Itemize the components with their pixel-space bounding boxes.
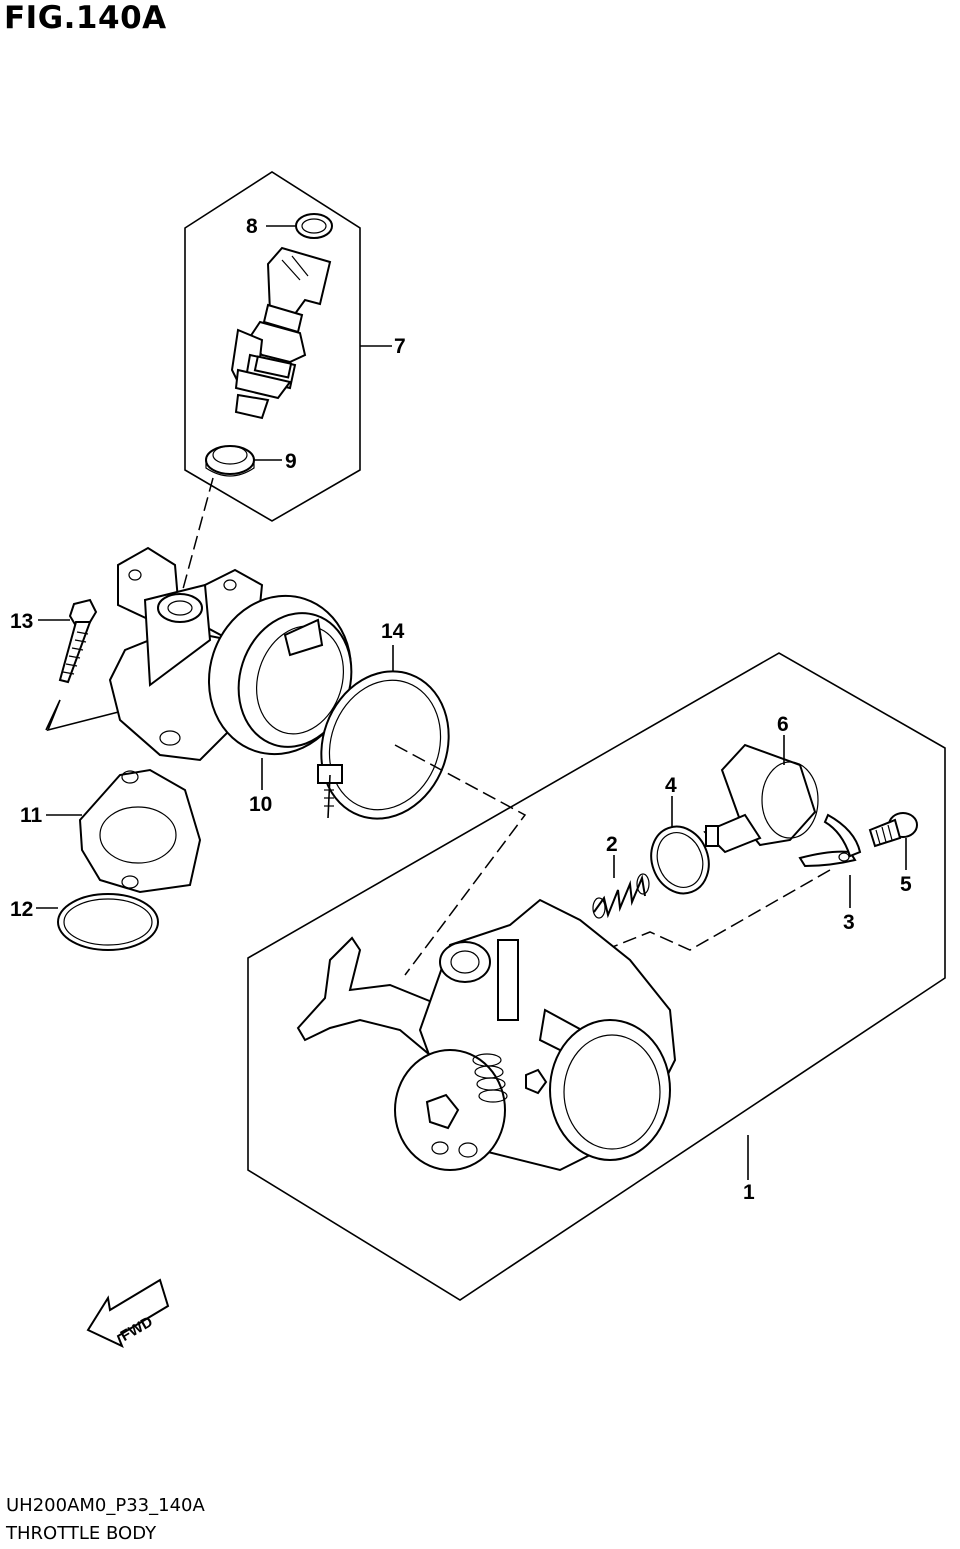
- callout-13: 13: [10, 610, 33, 633]
- callout-3: 3: [843, 911, 855, 934]
- part-9-seal[interactable]: [205, 445, 255, 477]
- callout-12: 12: [10, 898, 33, 921]
- part-4-oring[interactable]: [642, 818, 718, 901]
- callout-1: 1: [743, 1181, 755, 1204]
- callout-2: 2: [606, 833, 618, 856]
- injector-group-outline: [184, 171, 361, 522]
- callout-11: 11: [20, 804, 43, 827]
- callout-6: 6: [777, 713, 789, 736]
- callout-8: 8: [246, 215, 258, 238]
- part-12-oring[interactable]: [57, 893, 159, 951]
- part-2-spring[interactable]: [592, 873, 650, 919]
- fwd-arrow-icon: FWD: [86, 1278, 170, 1348]
- part-6-sensor[interactable]: [703, 743, 819, 854]
- part-11-insulator[interactable]: [78, 768, 202, 894]
- part-3-clip[interactable]: [798, 813, 862, 868]
- part-1-throttle-body[interactable]: [296, 898, 677, 1172]
- guide-line-sensor: [609, 869, 831, 951]
- guide-line-injector: [179, 477, 214, 601]
- throttle-body-group-outline: [247, 652, 946, 1301]
- callout-9: 9: [285, 450, 297, 473]
- figure-title: FIG.140A: [4, 0, 167, 36]
- footer-code: UH200AM0_P33_140A: [6, 1495, 205, 1516]
- callout-4: 4: [665, 774, 677, 797]
- footer-name: THROTTLE BODY: [6, 1523, 157, 1544]
- part-13-bolt[interactable]: [58, 598, 98, 684]
- part-7-injector[interactable]: [230, 246, 332, 420]
- part-14-clamp[interactable]: [301, 653, 469, 836]
- callout-14: 14: [381, 620, 405, 643]
- callout-5: 5: [900, 873, 912, 896]
- callout-10: 10: [249, 793, 272, 816]
- part-5-screw[interactable]: [868, 812, 918, 848]
- callout-7: 7: [394, 335, 406, 358]
- guide-line-clamp: [394, 744, 527, 976]
- throttle-return-spring: [472, 1053, 508, 1103]
- part-10-intake-manifold[interactable]: [108, 546, 371, 773]
- part-8-oring[interactable]: [295, 213, 333, 239]
